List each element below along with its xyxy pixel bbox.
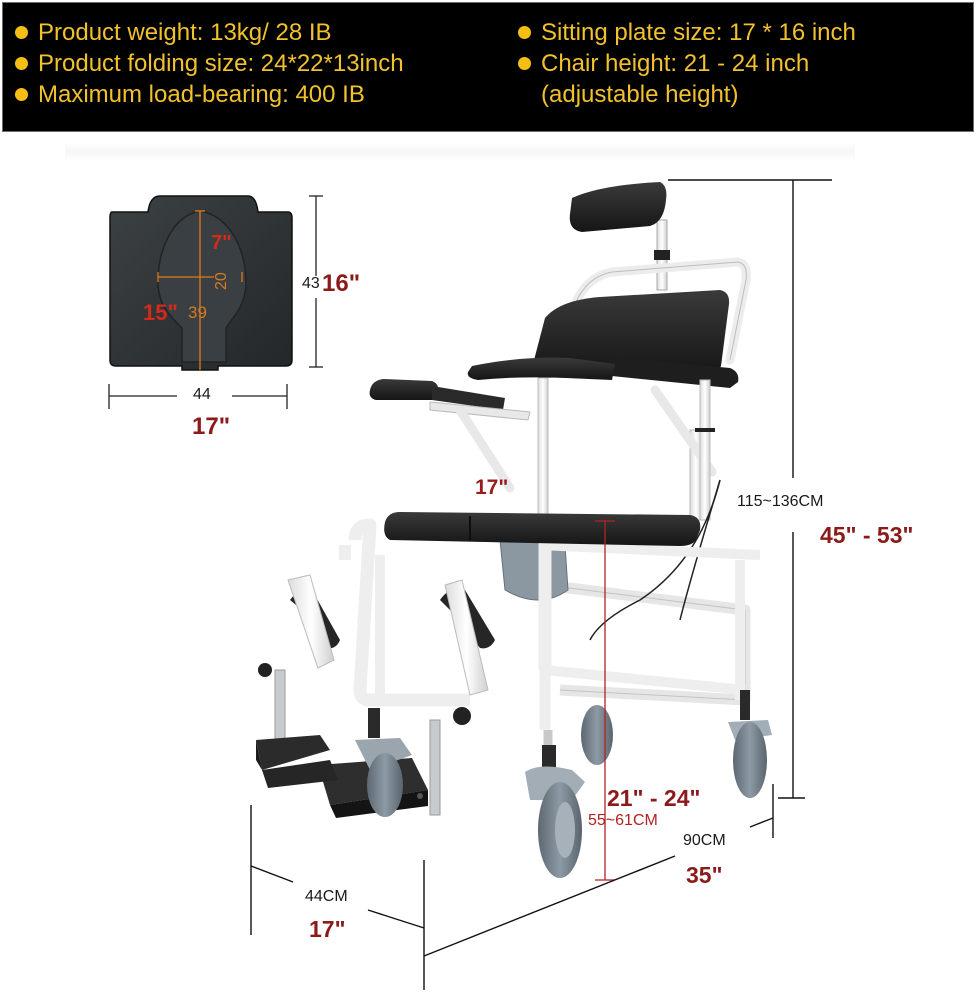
opening-length-inch-label: 15"	[143, 300, 178, 325]
spec-chair-height-note: (adjustable height)	[541, 81, 739, 108]
seat-height-inch-label: 21" - 24"	[607, 785, 701, 811]
spec-chair-height: Chair height: 21 - 24 inch	[518, 48, 856, 79]
caster-front-right	[525, 745, 585, 878]
spec-folding-size: Product folding size: 24*22*13inch	[15, 48, 404, 79]
opening-length-cm-label: 39	[188, 303, 207, 322]
seat-plate-illustration	[108, 195, 323, 409]
caster-front-left	[355, 708, 412, 817]
length-inch-label: 35"	[686, 862, 723, 888]
spec-sitting-plate-size: Sitting plate size: 17 * 16 inch	[518, 17, 856, 48]
bullet-icon	[15, 88, 28, 101]
spec-list-right: Sitting plate size: 17 * 16 inch Chair h…	[518, 17, 856, 110]
width-inch-label: 17"	[309, 916, 346, 942]
opening-width-cm-label: 20	[213, 272, 230, 290]
bullet-icon	[518, 26, 531, 39]
background-haze	[65, 143, 855, 161]
spec-max-load: Maximum load-bearing: 400 IB	[15, 79, 404, 110]
plate-width-cm-label: 44	[193, 386, 211, 403]
opening-width-inch-label: 7"	[211, 232, 232, 254]
spec-list-left: Product weight: 13kg/ 28 IB Product fold…	[15, 17, 404, 110]
bullet-icon	[15, 57, 28, 70]
plate-depth-cm-label: 43	[302, 275, 320, 292]
armrest-inch-label: 17"	[475, 476, 509, 499]
caster-rear-right	[728, 690, 772, 798]
dimension-lines	[250, 179, 832, 990]
width-cm-label: 44CM	[305, 888, 348, 905]
length-cm-label: 90CM	[683, 832, 726, 849]
bullet-icon	[15, 26, 28, 39]
spec-product-weight: Product weight: 13kg/ 28 IB	[15, 17, 404, 48]
spec-banner: Product weight: 13kg/ 28 IB Product fold…	[2, 2, 974, 132]
total-height-cm-label: 115~136CM	[737, 493, 824, 510]
plate-width-inch-label: 17"	[192, 413, 231, 440]
total-height-inch-label: 45" - 53"	[820, 522, 914, 548]
bullet-icon	[518, 57, 531, 70]
plate-depth-inch-label: 16"	[322, 270, 361, 297]
seat-height-cm-label: 55~61CM	[588, 812, 658, 829]
commode-chair-illustration	[256, 182, 772, 881]
caster-rear-center	[581, 705, 613, 765]
